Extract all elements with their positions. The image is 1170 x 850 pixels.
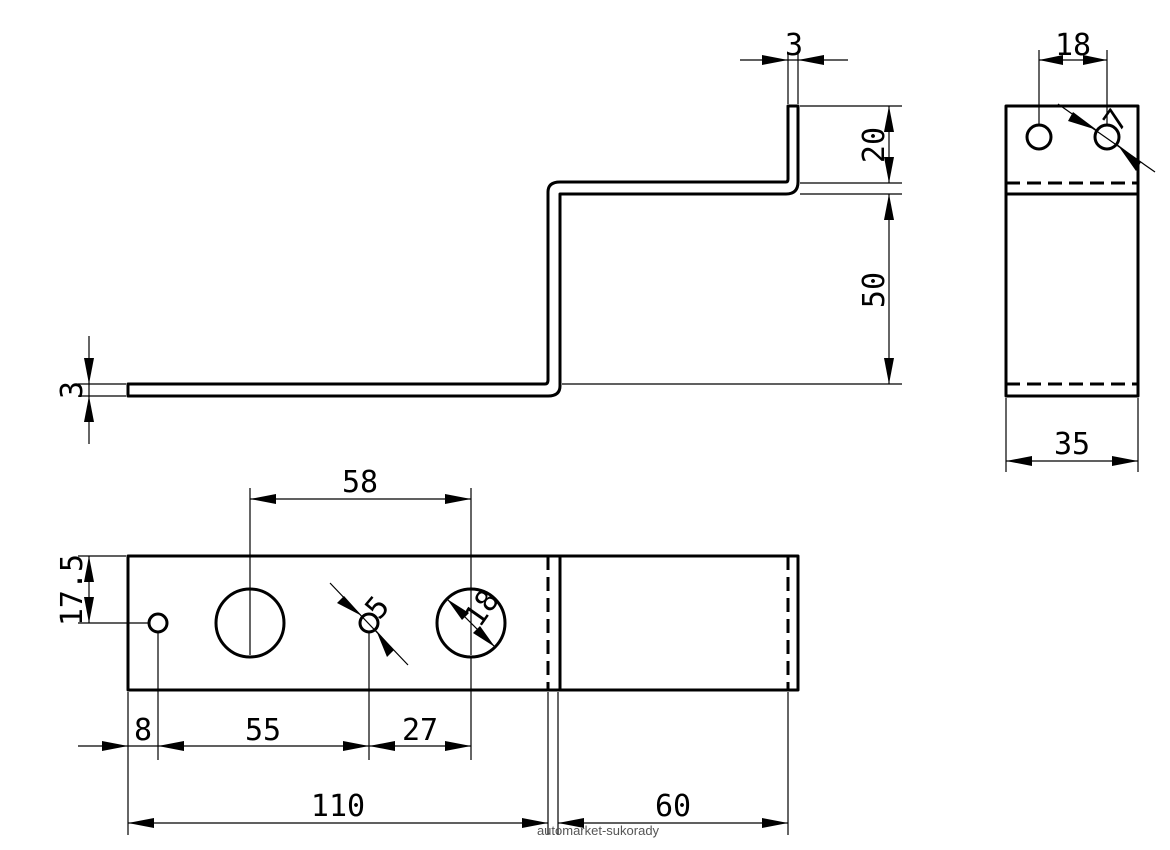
arrow — [447, 599, 469, 620]
arrow — [798, 55, 824, 65]
arrow — [369, 741, 395, 751]
arrow — [1039, 55, 1063, 65]
dim-text-large-hole-dia: 18 — [458, 584, 507, 634]
arrow — [884, 157, 894, 183]
arrow — [473, 626, 495, 647]
dim-text-side-rise-50: 50 — [857, 272, 892, 308]
end-view-outline — [1004, 104, 1140, 398]
arrow — [1112, 456, 1138, 466]
dim-text-side-thickness-top: 3 — [785, 28, 803, 63]
dim-line — [329, 582, 409, 666]
arrow — [884, 194, 894, 220]
arrow — [884, 106, 894, 132]
arrow — [376, 630, 394, 657]
dim-text-plan-length-110: 110 — [311, 789, 365, 824]
arrow — [250, 494, 276, 504]
arrow — [762, 55, 788, 65]
dim-text-end-hole-spacing: 18 — [1055, 28, 1091, 63]
arrow — [84, 358, 94, 384]
dim-text-plan-offset-8: 8 — [134, 713, 152, 748]
arrow — [128, 818, 154, 828]
dim-text-plan-offset-27: 27 — [402, 713, 438, 748]
arrow — [1006, 456, 1032, 466]
arrow — [158, 741, 184, 751]
watermark-text: automarket-sukorady — [537, 823, 660, 838]
dim-text-plan-offset-55: 55 — [245, 713, 281, 748]
arrow — [445, 494, 471, 504]
arrow — [84, 396, 94, 422]
end-view: 18 7 35 — [1004, 28, 1156, 472]
arrow — [1083, 55, 1107, 65]
arrow — [343, 741, 369, 751]
plan-view: 58 17.5 5 18 8 55 27 — [55, 465, 800, 835]
plan-hole-small-left — [147, 612, 169, 634]
arrow — [337, 596, 362, 616]
arrow — [84, 556, 94, 582]
dim-text-side-thickness-left: 3 — [55, 381, 90, 399]
dim-text-end-width: 35 — [1054, 427, 1090, 462]
dim-text-end-hole-dia: 7 — [1097, 103, 1136, 138]
dim-text-plan-edge-to-hole: 17.5 — [55, 554, 90, 626]
arrow — [884, 358, 894, 384]
arrow — [445, 741, 471, 751]
side-view: 3 20 50 3 — [55, 28, 902, 444]
arrow — [84, 597, 94, 623]
arrow — [102, 741, 128, 751]
arrow — [522, 818, 548, 828]
dim-text-side-rise-20: 20 — [857, 127, 892, 163]
end-hole-right — [1093, 123, 1121, 151]
dim-text-small-hole-dia: 5 — [359, 590, 397, 626]
end-hole-left — [1025, 123, 1053, 151]
arrow — [1117, 144, 1141, 171]
dim-text-plan-hole-spacing: 58 — [342, 465, 378, 500]
side-view-profile — [126, 104, 800, 398]
arrow — [762, 818, 788, 828]
arrow — [558, 818, 584, 828]
plan-view-outline — [126, 554, 800, 692]
dim-text-plan-length-60: 60 — [655, 789, 691, 824]
arrow — [1068, 112, 1097, 130]
